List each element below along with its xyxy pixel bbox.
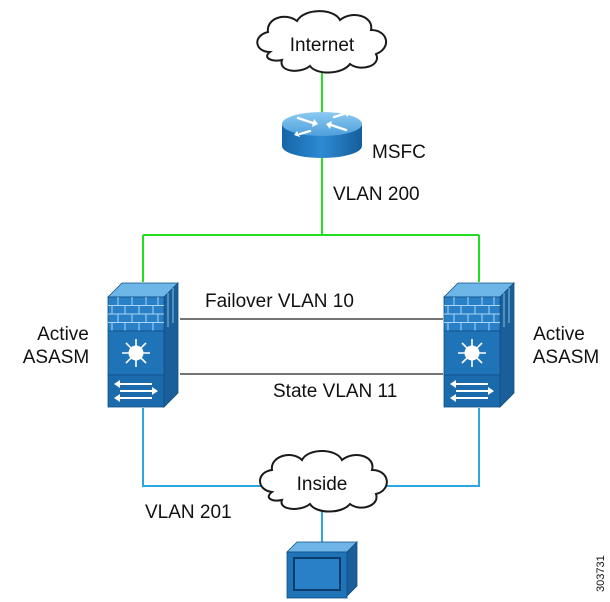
msfc-router-icon	[282, 111, 362, 158]
internet-cloud-icon: Internet	[256, 10, 387, 74]
state-vlan-label: State VLAN 11	[273, 381, 397, 402]
right-fw-label-line1: Active	[533, 324, 585, 345]
figure-id-label: 303731	[595, 555, 607, 592]
internet-label: Internet	[290, 35, 355, 56]
right-fw-label-line2: ASASM	[533, 347, 600, 368]
host-workstation-icon	[286, 541, 358, 599]
inside-cloud-icon: Inside	[259, 450, 388, 513]
failover-vlan-label: Failover VLAN 10	[205, 291, 354, 312]
left-fw-label-line2: ASASM	[23, 347, 90, 368]
inside-label: Inside	[297, 474, 348, 495]
right-fw-to-inside-link	[384, 408, 480, 487]
left-fw-label-line1: Active	[37, 324, 89, 345]
firewall-interlinks	[180, 318, 443, 375]
left-fw-to-inside-link	[142, 408, 262, 487]
inside-links	[142, 408, 480, 543]
right-asasm-firewall-icon	[443, 282, 515, 408]
left-asasm-firewall-icon	[107, 282, 179, 408]
vlan-201-label: VLAN 201	[145, 502, 232, 523]
vlan-200-label: VLAN 200	[333, 184, 420, 205]
uplink-links	[142, 70, 480, 282]
msfc-label: MSFC	[372, 142, 426, 163]
